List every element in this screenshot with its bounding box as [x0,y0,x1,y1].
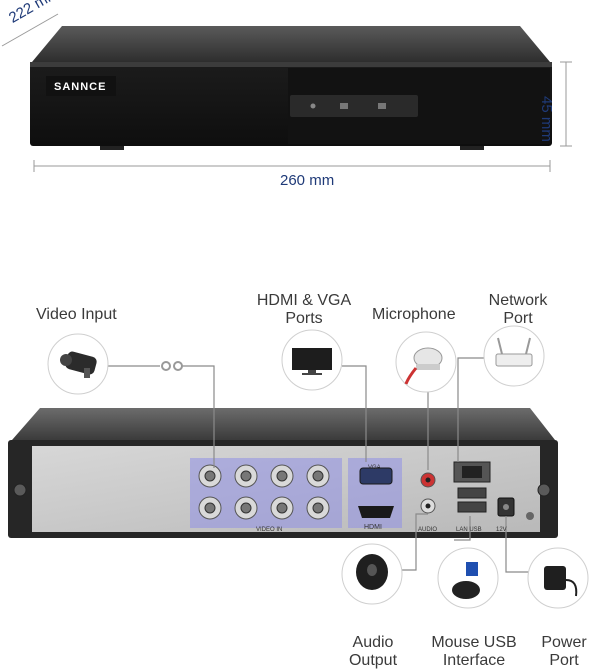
power-adapter-icon [527,547,589,609]
dimension-lines [1,13,572,172]
microphone-port [420,472,436,488]
bnc-port-center [312,470,324,482]
vga-port [359,467,393,485]
mouse-icon [437,547,499,609]
dvr-front-view [30,26,552,150]
network-port-label: Network Port [488,292,548,327]
video-input-ports [198,464,330,520]
audio-panel-label: AUDIO [418,527,438,533]
width-dimension: 260 mm [280,172,335,189]
bnc-port-center [240,470,252,482]
bnc-port-center [204,502,216,514]
hdmi-vga-label: HDMI & VGA Ports [256,292,352,327]
video-input-label: Video Input [36,306,117,323]
speaker-icon [341,543,403,605]
bnc-port-center [204,470,216,482]
mouse-usb-label: Mouse USB Interface [431,634,517,669]
microphone-label: Microphone [372,306,456,323]
lan-port [453,461,491,483]
usb-ports [457,487,487,513]
bnc-connector-icon [161,361,183,371]
router-icon [483,325,545,387]
audio-output-port [420,498,436,514]
hdmi-port [358,506,394,518]
microphone-icon [395,331,457,393]
dc-panel-label: 12V [496,527,507,533]
power-port-label: Power Port [541,634,587,669]
network-led-icon [378,103,386,109]
camera-icon [47,333,109,395]
vga-panel-label: VGA [368,465,381,471]
audio-output-label: Audio Output [348,634,398,669]
power-led-icon [310,103,316,109]
brand-logo: SANNCE [54,81,107,93]
bnc-port-center [240,502,252,514]
ground-screw-icon [526,512,534,520]
height-dimension: 45 mm [538,96,555,142]
hdd-led-icon [340,103,348,109]
bnc-port-center [276,470,288,482]
bnc-port-center [276,502,288,514]
monitor-icon [281,329,343,391]
hdmi-panel-label: HDMI [364,524,382,531]
lan-usb-panel-label: LAN USB [456,527,482,533]
video-in-panel-label: VIDEO IN [256,527,283,533]
bnc-port-center [312,502,324,514]
